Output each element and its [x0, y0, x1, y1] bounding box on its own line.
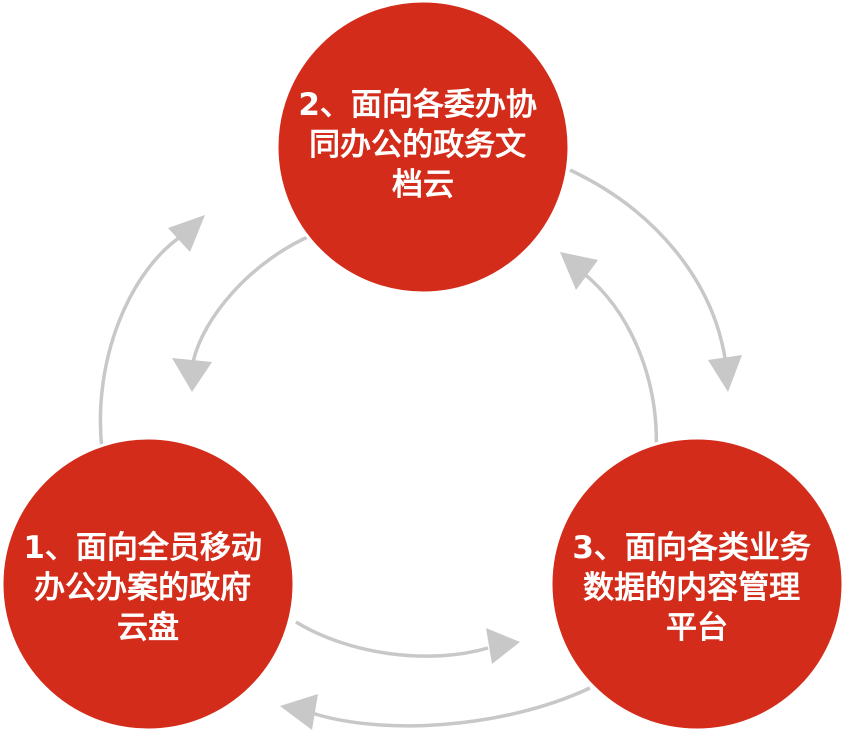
node-3: 3、面向各类业务 数据的内容管理 平台	[549, 436, 845, 732]
node-1-label: 1、面向全员移动 办公办案的政府 云盘	[23, 530, 272, 646]
node-2-label: 2、面向各委办协 同办公的政务文 档云	[298, 87, 547, 203]
arrow-3-to-2-icon	[560, 252, 659, 456]
node-2: 2、面向各委办协 同办公的政务文 档云	[275, 0, 571, 295]
node-1-line-2: 办公办案的政府	[34, 570, 251, 606]
arrow-1-to-2-icon	[98, 215, 205, 451]
node-3-line-1: 3、面向各类业务	[572, 530, 811, 566]
node-2-line-1: 2、面向各委办协	[298, 87, 537, 123]
node-1: 1、面向全员移动 办公办案的政府 云盘	[0, 436, 296, 732]
arrow-2-to-3-icon	[569, 168, 742, 392]
node-3-label: 3、面向各类业务 数据的内容管理 平台	[572, 530, 821, 646]
arrow-3-to-1-icon	[280, 686, 591, 730]
node-2-line-2: 同办公的政务文	[309, 127, 526, 163]
node-3-line-3: 平台	[666, 610, 728, 646]
node-1-line-1: 1、面向全员移动	[23, 530, 262, 566]
node-2-line-3: 档云	[392, 167, 454, 203]
arrow-1-to-3-icon	[295, 620, 520, 664]
node-1-line-3: 云盘	[117, 610, 179, 646]
node-3-line-2: 数据的内容管理	[583, 570, 800, 606]
arrow-2-to-1-icon	[172, 233, 313, 392]
